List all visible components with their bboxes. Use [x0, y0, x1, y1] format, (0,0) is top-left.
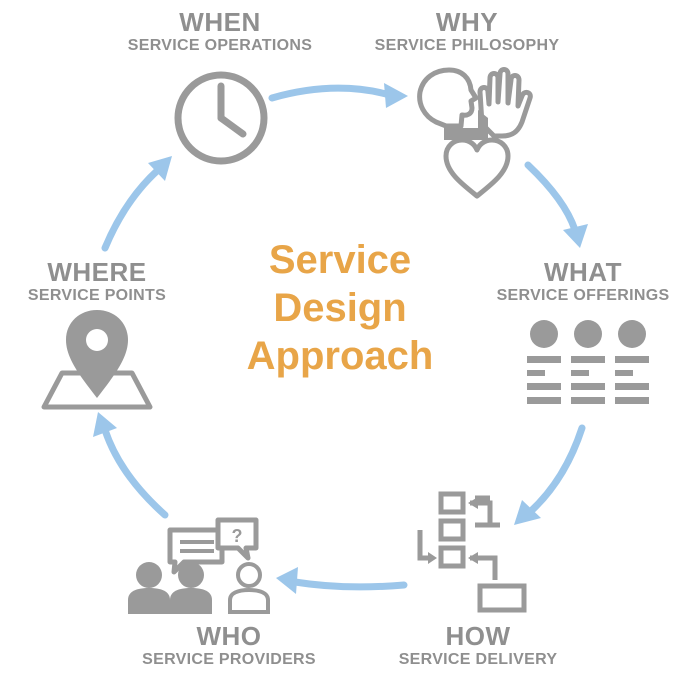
arrow-when-to-why [268, 84, 394, 102]
heart-icon [443, 137, 511, 199]
offerings-list-icon [527, 320, 649, 404]
node-what-subtitle: SERVICE OFFERINGS [496, 287, 670, 304]
node-how: HOW SERVICE DELIVERY [378, 622, 578, 670]
node-why-subtitle: SERVICE PHILOSOPHY [374, 37, 560, 54]
arrow-where-to-when [101, 166, 162, 252]
node-why: WHY SERVICE PHILOSOPHY [352, 8, 582, 56]
svg-text:?: ? [232, 526, 243, 546]
center-title: Service Design Approach [195, 236, 485, 380]
node-how-subtitle: SERVICE DELIVERY [398, 651, 558, 668]
node-when-subtitle: SERVICE OPERATIONS [127, 37, 313, 54]
arrow-why-to-what [524, 161, 579, 234]
node-where-title: WHERE [47, 257, 147, 287]
node-who: WHO SERVICE PROVIDERS [114, 622, 344, 670]
arrow-what-to-how-head [514, 500, 541, 525]
center-title-line2: Design [273, 286, 407, 330]
arrow-how-to-who [291, 578, 408, 591]
arrow-where-to-when-head [148, 156, 172, 181]
hand-icon [477, 67, 533, 139]
clock-icon [174, 71, 268, 165]
node-when: WHEN SERVICE OPERATIONS [120, 8, 320, 56]
center-title-line1: Service [268, 238, 412, 282]
node-who-title: WHO [196, 621, 262, 651]
head-hand-heart-icon [417, 67, 533, 199]
node-where-subtitle: SERVICE POINTS [27, 287, 167, 304]
map-pin-icon [41, 310, 153, 410]
question-bubble-icon [215, 517, 259, 561]
node-where: WHERE SERVICE POINTS [4, 258, 190, 306]
center-title-line3: Approach [246, 334, 434, 378]
arrow-why-to-what-head [563, 224, 588, 248]
node-who-subtitle: SERVICE PROVIDERS [142, 651, 316, 668]
node-what-title: WHAT [543, 257, 623, 287]
arrow-when-to-why-head [384, 83, 408, 108]
node-when-title: WHEN [179, 7, 261, 37]
cycle-arrows [93, 83, 588, 594]
head-profile-icon [417, 67, 479, 129]
arrow-how-to-who-head [276, 567, 298, 594]
arrow-who-to-where-head [93, 412, 117, 437]
node-how-title: HOW [445, 621, 511, 651]
node-why-title: WHY [435, 7, 499, 37]
arrow-what-to-how [526, 424, 586, 516]
arrow-who-to-where [101, 426, 169, 519]
people-chat-icon: ? [128, 517, 270, 614]
flowchart-icon [417, 491, 527, 613]
node-what: WHAT SERVICE OFFERINGS [478, 258, 688, 306]
